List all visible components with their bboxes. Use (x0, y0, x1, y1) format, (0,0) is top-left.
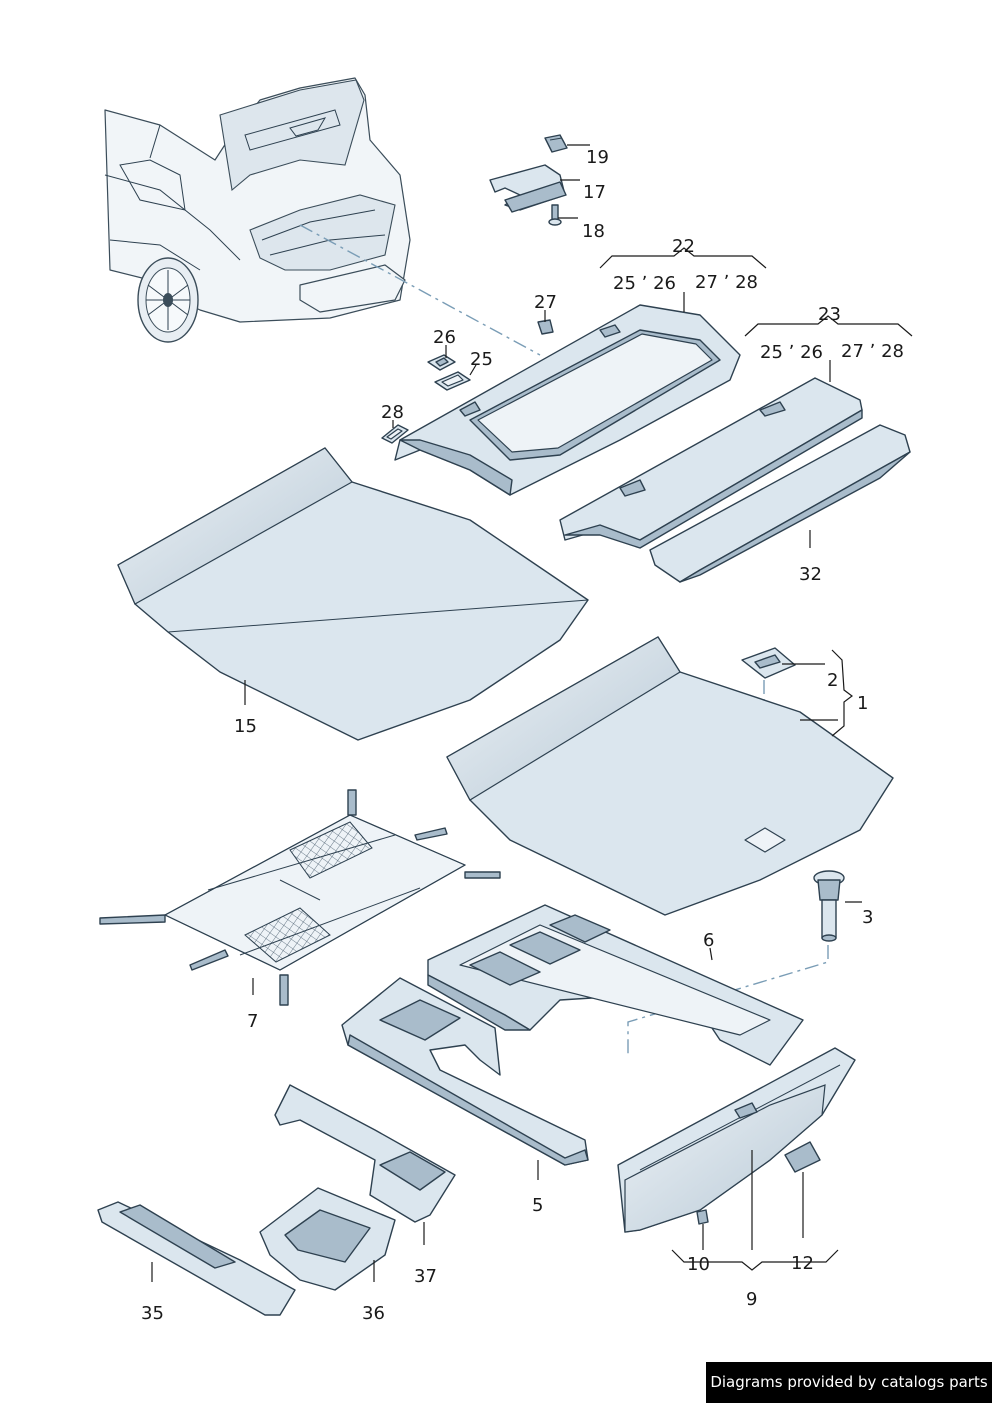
screw-18 (548, 204, 562, 226)
label-17: 17 (583, 182, 606, 203)
label-6: 6 (703, 930, 714, 951)
reference-line-car (299, 224, 541, 356)
label-7: 7 (247, 1011, 258, 1032)
label-36: 36 (362, 1303, 385, 1324)
label-15: 15 (234, 716, 257, 737)
clip-19 (544, 134, 568, 153)
cap-28 (381, 424, 409, 444)
panel-32 (649, 424, 911, 583)
label-12: 12 (791, 1253, 814, 1274)
clip-27 (537, 319, 554, 335)
bracket-17 (489, 164, 567, 213)
label-18: 18 (582, 221, 605, 242)
cap-12 (784, 1141, 821, 1173)
label-19: 19 (586, 147, 609, 168)
credit-banner: Diagrams provided by catalogs parts (706, 1362, 992, 1403)
insert-35 (97, 1201, 296, 1316)
label-1: 1 (857, 693, 868, 714)
floor-mat-15 (117, 447, 589, 741)
label-37: 37 (414, 1266, 437, 1287)
label-22: 22 (672, 236, 695, 257)
cargo-net-7 (99, 789, 501, 1006)
insert-37 (274, 1084, 456, 1223)
label-23: 23 (818, 304, 841, 325)
label-9: 9 (746, 1289, 757, 1310)
trim-panel-23 (559, 377, 863, 549)
label-22-variant-a: 25 ʼ 26 (613, 273, 676, 294)
plate-25 (434, 371, 471, 391)
label-25: 25 (470, 349, 493, 370)
box-36 (259, 1187, 396, 1291)
cover-2 (741, 647, 796, 679)
label-5: 5 (532, 1195, 543, 1216)
label-3: 3 (862, 907, 873, 928)
label-28: 28 (381, 402, 404, 423)
car-rear-view (104, 77, 411, 343)
label-23-variant-a: 25 ʼ 26 (760, 342, 823, 363)
trim-9 (617, 1047, 856, 1233)
parcel-shelf-22 (394, 304, 741, 496)
tray-6 (427, 904, 804, 1066)
label-10: 10 (687, 1254, 710, 1275)
label-23-variant-b: 27 ʼ 28 (841, 341, 904, 362)
insert-5 (341, 977, 589, 1166)
label-22-variant-b: 27 ʼ 28 (695, 272, 758, 293)
clip-10 (696, 1209, 709, 1225)
bolt-3 (813, 870, 845, 942)
label-2: 2 (827, 670, 838, 691)
label-26: 26 (433, 327, 456, 348)
label-27: 27 (534, 292, 557, 313)
cover-26 (427, 354, 456, 371)
label-35: 35 (141, 1303, 164, 1324)
callout-labels: 19 17 18 22 25 ʼ 26 27 ʼ 28 27 23 25 ʼ 2… (141, 147, 904, 1324)
floor-mat-1 (446, 636, 894, 916)
label-32: 32 (799, 564, 822, 585)
leaders (151, 144, 913, 1282)
